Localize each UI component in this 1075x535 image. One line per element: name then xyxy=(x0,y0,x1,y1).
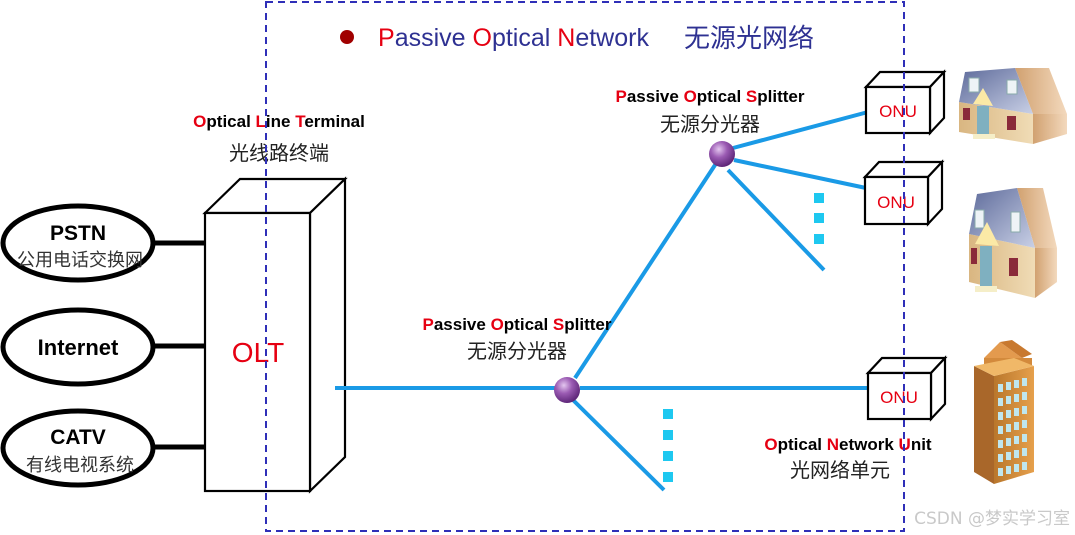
watermark: CSDN @梦实学习室 xyxy=(914,509,1070,529)
splitter-lower-label-english: Passive Optical Splitter xyxy=(422,315,611,334)
olt-caption: Optical Line Terminal 光线路终端 xyxy=(193,112,365,165)
label-part: ptical xyxy=(206,112,255,131)
pstn-label-cn: 公用电话交换网 xyxy=(17,250,143,271)
label-part: P xyxy=(615,87,626,106)
source-pstn: PSTN 公用电话交换网 xyxy=(0,203,213,283)
splitter-lower-node xyxy=(554,377,580,403)
title-english: Passive Optical Network xyxy=(378,24,649,52)
splitter-upper-node xyxy=(709,141,735,167)
pstn-ellipse xyxy=(0,203,156,283)
continuation-dots-lower xyxy=(663,409,673,482)
source-internet: Internet xyxy=(0,307,213,387)
onu-front-face xyxy=(864,85,932,135)
onu-3: ONU xyxy=(865,355,948,422)
splitter-lower-label-cn: 无源分光器 xyxy=(467,339,567,363)
title-part: assive xyxy=(395,24,473,52)
onu-label: ONU xyxy=(879,102,917,121)
label-part: N xyxy=(827,435,839,454)
label-part: plitter xyxy=(564,315,612,334)
label-part: erminal xyxy=(304,112,364,131)
label-part: ptical xyxy=(504,315,553,334)
onu-label: ONU xyxy=(880,388,918,407)
dot xyxy=(663,451,673,461)
title-part: N xyxy=(557,24,575,52)
label-part: assive xyxy=(434,315,491,334)
label-part: ptical xyxy=(778,435,827,454)
catv-ellipse xyxy=(0,408,156,488)
onu-2: ONU xyxy=(862,159,945,227)
pstn-label: PSTN xyxy=(50,222,106,245)
splitter-upper-label-english: Passive Optical Splitter xyxy=(615,87,804,106)
olt-front-face xyxy=(203,211,312,493)
splitter-lower-caption: Passive Optical Splitter 无源分光器 xyxy=(422,315,611,363)
splitter-upper-label-cn: 无源分光器 xyxy=(660,112,760,136)
title-part: P xyxy=(378,24,395,52)
office-building-icon xyxy=(974,340,1034,484)
title-part: ptical xyxy=(492,24,557,52)
label-part: plitter xyxy=(757,87,805,106)
label-part: S xyxy=(746,87,757,106)
dot xyxy=(814,213,824,223)
onu-label: ONU xyxy=(877,193,915,212)
label-part: O xyxy=(764,435,777,454)
house-icon xyxy=(969,188,1057,298)
label-part: nit xyxy=(911,435,932,454)
onu-front-face xyxy=(863,175,930,226)
olt-side-face xyxy=(308,176,347,494)
label-part: O xyxy=(491,315,504,334)
internet-ellipse xyxy=(0,307,156,387)
onu-1: ONU xyxy=(863,69,947,136)
label-part: assive xyxy=(627,87,684,106)
dot xyxy=(663,409,673,419)
onu-front-face xyxy=(866,371,933,421)
title-bullet-icon xyxy=(340,30,354,44)
dot xyxy=(663,430,673,440)
label-part: ptical xyxy=(697,87,746,106)
onu-label-cn: 光网络单元 xyxy=(790,458,890,482)
fiber-to-onu-2 xyxy=(733,158,867,190)
onu-caption: Optical Network Unit 光网络单元 xyxy=(764,435,932,482)
onu-label-english: Optical Network Unit xyxy=(764,435,932,454)
label-part: O xyxy=(193,112,206,131)
label-part: etwork xyxy=(839,435,899,454)
label-part: T xyxy=(295,112,306,131)
fiber-branch-lower xyxy=(571,398,666,492)
label-part: ine xyxy=(266,112,295,131)
title-chinese: 无源光网络 xyxy=(684,24,814,54)
olt-box-label: OLT xyxy=(232,337,284,368)
olt-label-english: Optical Line Terminal xyxy=(193,112,365,131)
fiber-links xyxy=(335,110,869,492)
catv-label: CATV xyxy=(50,426,106,449)
catv-label-cn: 有线电视系统 xyxy=(26,455,134,476)
title-part: etwork xyxy=(575,24,649,52)
source-catv: CATV 有线电视系统 xyxy=(0,408,213,488)
fiber-branch-upper xyxy=(726,168,826,272)
olt-box: OLT xyxy=(202,176,348,494)
internet-label: Internet xyxy=(38,335,119,360)
label-part: S xyxy=(553,315,564,334)
dot xyxy=(814,193,824,203)
continuation-dots-upper xyxy=(814,193,824,244)
fiber-splitter-to-splitter xyxy=(573,160,719,380)
title-part: O xyxy=(473,24,492,52)
pon-boundary xyxy=(265,1,905,532)
dot xyxy=(663,472,673,482)
diagram-title: Passive Optical Network 无源光网络 xyxy=(340,24,814,54)
dot xyxy=(814,234,824,244)
label-part: P xyxy=(422,315,433,334)
label-part: O xyxy=(684,87,697,106)
house-icon xyxy=(959,68,1067,144)
olt-label-cn: 光线路终端 xyxy=(229,141,329,165)
splitter-upper-caption: Passive Optical Splitter 无源分光器 xyxy=(615,87,804,136)
fiber-to-onu-1 xyxy=(732,110,869,150)
label-part: L xyxy=(256,112,266,131)
